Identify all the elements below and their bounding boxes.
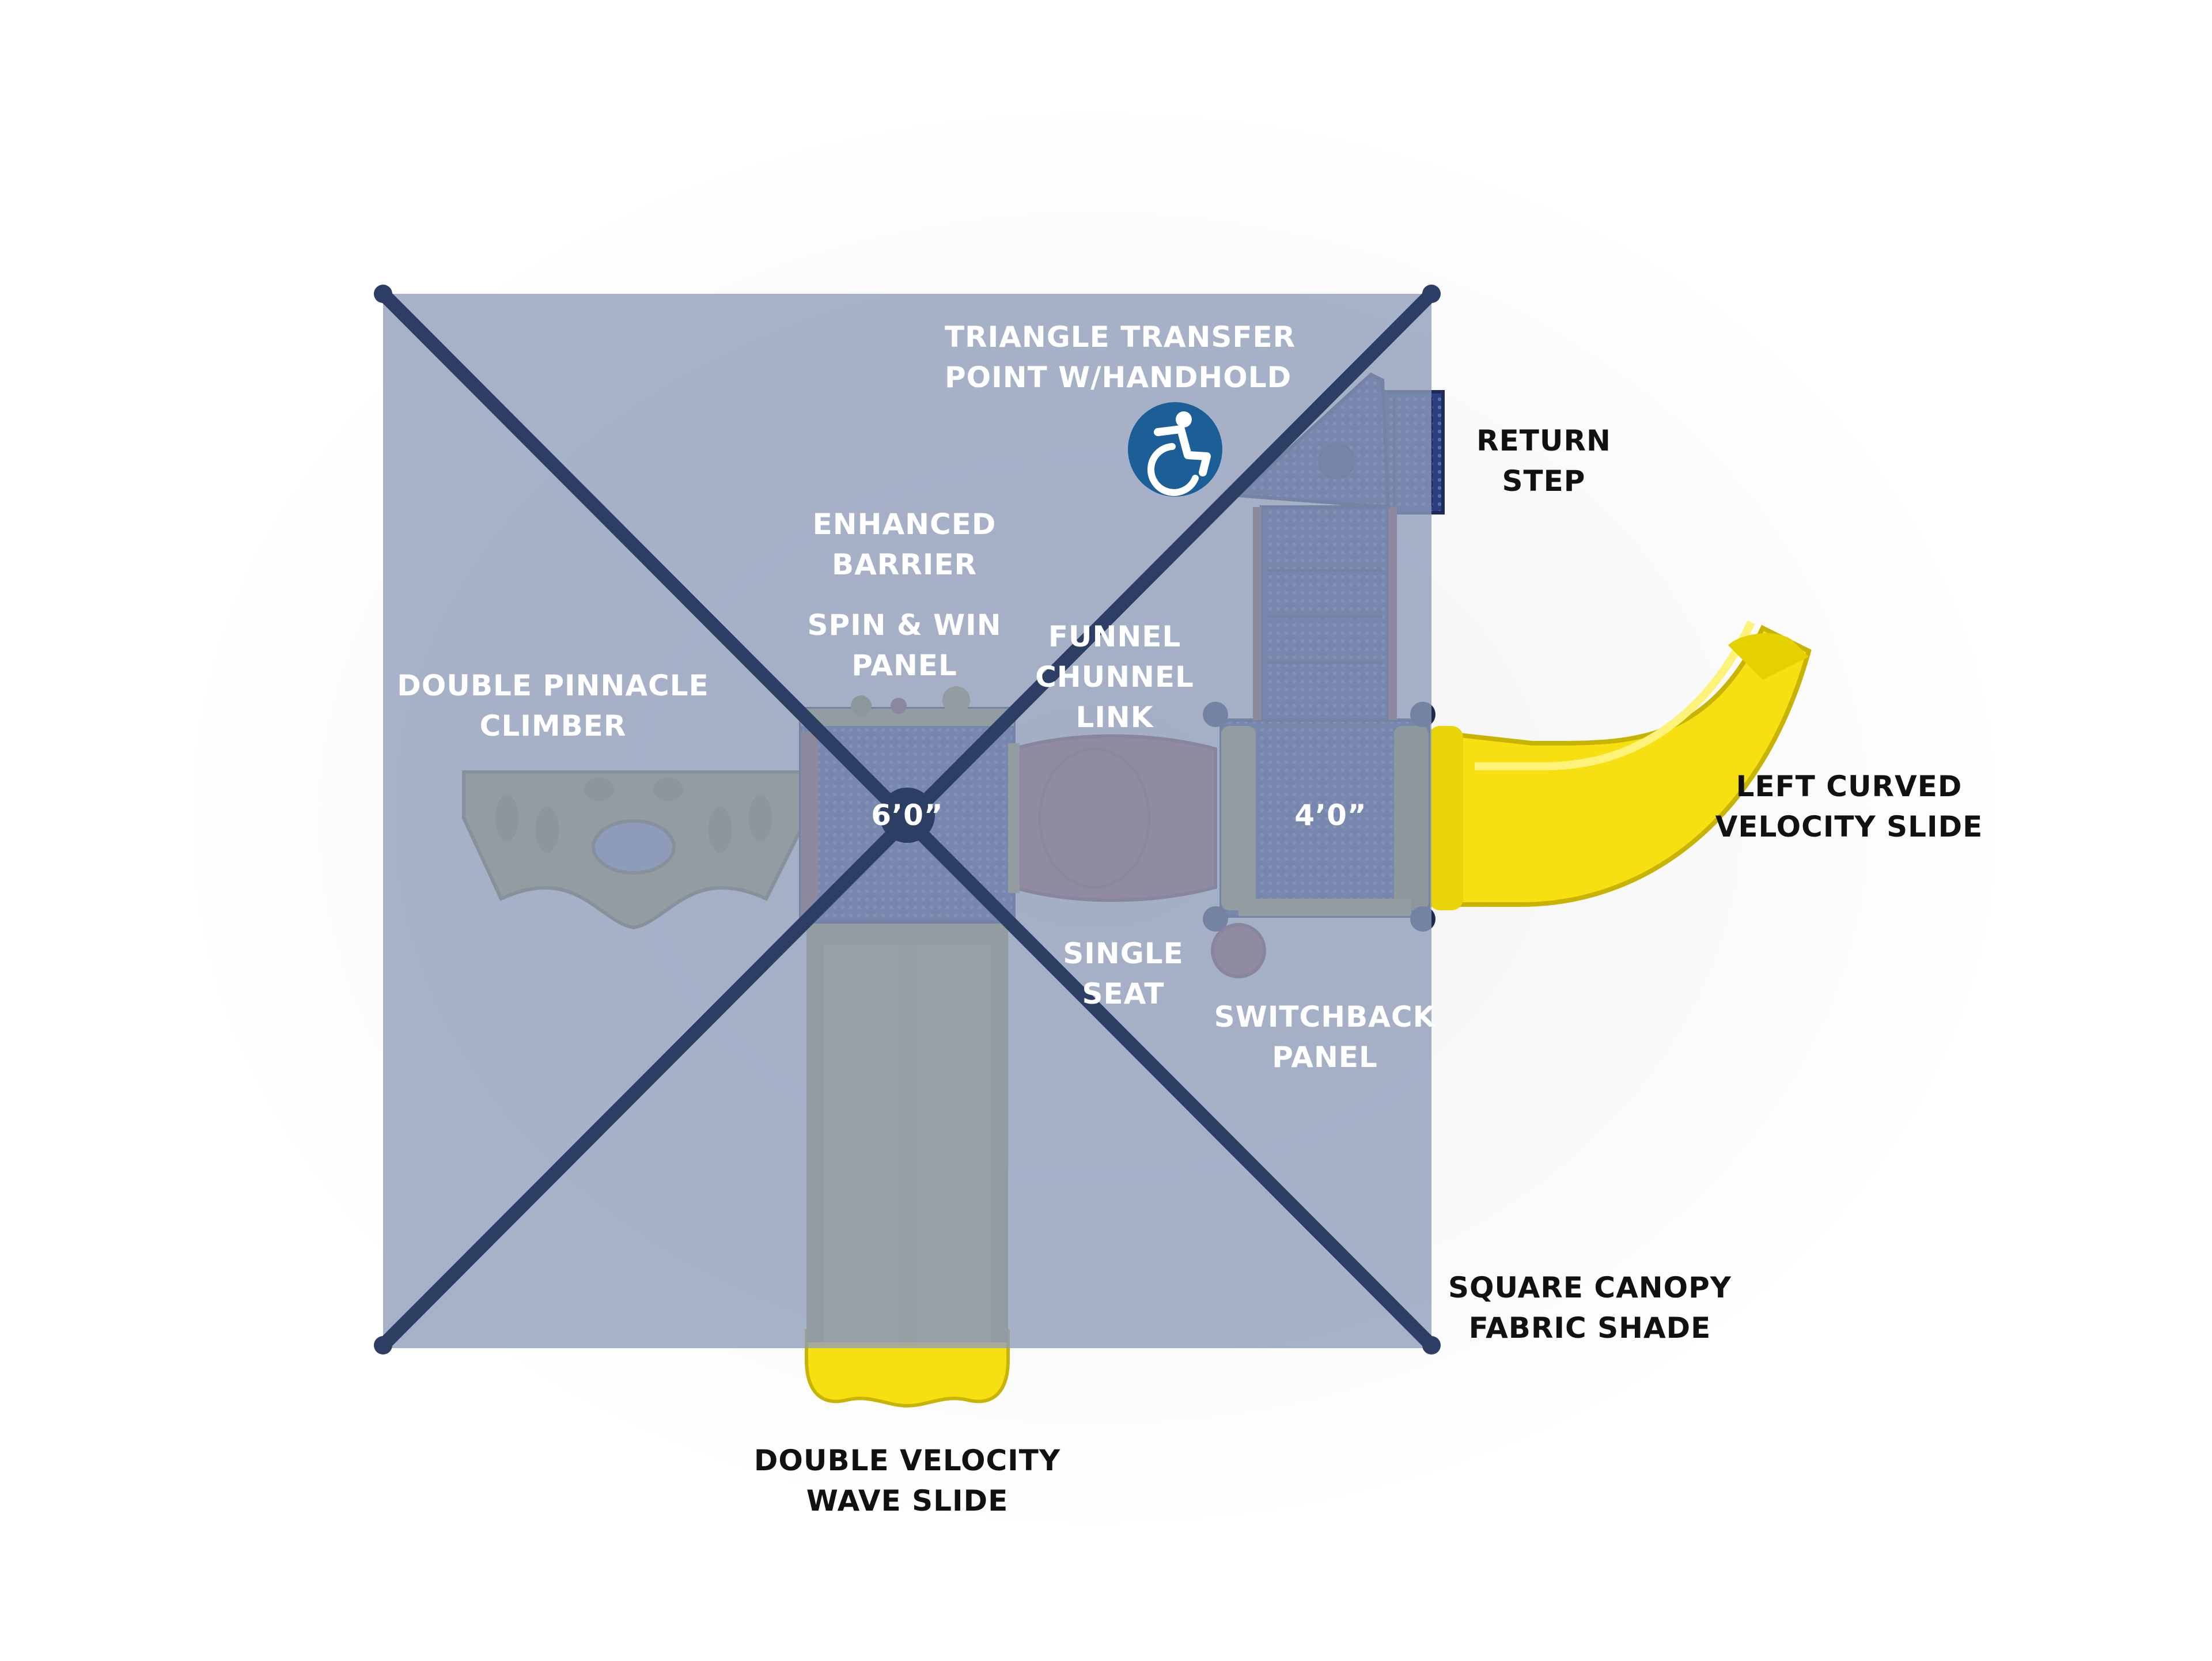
accessibility-icon: [1128, 402, 1222, 497]
deck-height-4ft: 4’0”: [1294, 799, 1367, 832]
canopy-center-hub: [880, 788, 935, 843]
deck-height-6ft: 6’0”: [871, 799, 944, 832]
double-velocity-wave-slide-exit: [805, 1329, 1010, 1408]
left-curved-velocity-slide: [1426, 620, 1812, 910]
canopy-post-caps: [374, 285, 1441, 1354]
